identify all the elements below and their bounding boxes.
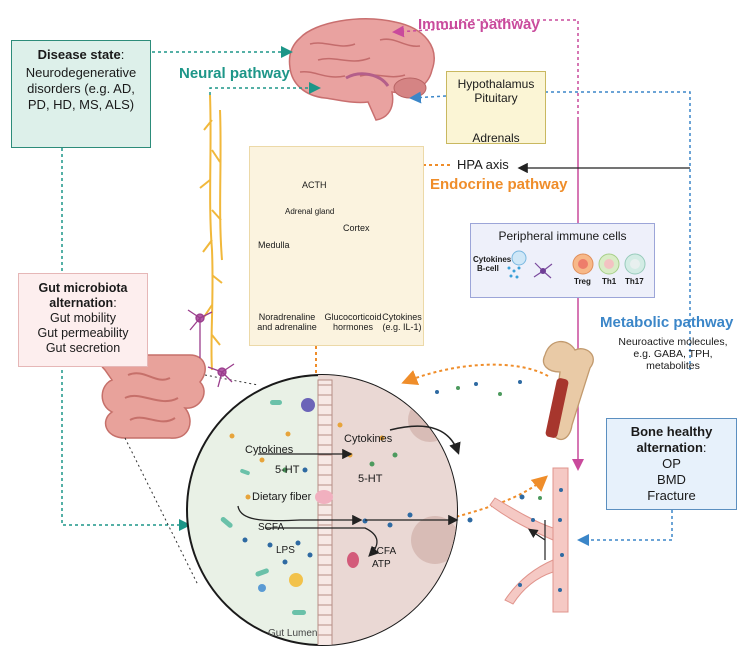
cortex-label: Cortex [343,223,370,233]
pituitary-label: Pituitary [474,91,518,105]
gut-5ht-left: 5-HT [275,464,300,476]
gut-scfa-left: SCFA [258,522,285,533]
immune-cells-icons [507,250,646,279]
cytokines-example-label: (e.g. IL-1) [382,322,422,332]
treg-label: Treg [574,277,591,286]
dietary-fiber-label: Dietary fiber [252,491,312,503]
bcell-label: B-cell [477,264,499,273]
noradrenaline-label: Noradrenaline and adrenaline [257,312,317,332]
disease-state-box: Disease state: Neurodegenerative disorde… [11,40,151,148]
bone-item-fracture: Fracture [647,488,696,503]
gut-lumen-label: Gut Lumen [268,628,318,639]
immune-pathway-label: Immune pathway [418,16,540,33]
blood-vessel-icon [489,467,569,613]
brain-icon [288,18,435,121]
gut-5ht-right: 5-HT [358,473,383,485]
hpa-axis-label: HPA axis [457,157,509,172]
gut-microbiota-title: Gut microbiota alternation [38,281,128,310]
bone-item-bmd: BMD [657,472,686,487]
hpa-box: Hypothalamus Pituitary Adrenals [446,71,546,145]
atp-label: ATP [372,559,391,570]
nerve-icon [199,94,223,371]
gut-item-permeability: Gut permeability [37,326,129,340]
peripheral-immune-cells-title: Peripheral immune cells [498,229,627,243]
neuron-icon [187,309,235,388]
cytokines-panel-label: Cytokines [382,312,422,322]
gut-item-secretion: Gut secretion [45,341,121,355]
disease-state-colon: : [120,47,125,62]
metabolic-molecules-text: Neuroactive molecules, e.g. GABA, TPH, m… [618,336,728,372]
glucocorticoid-label: Glucocorticoid hormones [324,312,382,332]
gut-cross-section [186,374,458,646]
bone-health-colon: : [702,440,707,455]
bone-health-title: Bone healthy alternation [630,424,713,455]
intestine-icon [99,354,206,439]
gut-scfa-right: SCFA [370,546,397,557]
endocrine-pathway-label: Endocrine pathway [430,176,568,193]
neural-pathway-label: Neural pathway [179,65,290,82]
metabolic-pathway-label: Metabolic pathway [600,314,734,331]
hypothalamus-label: Hypothalamus [457,77,535,91]
gut-microbiota-box: Gut microbiota alternation: Gut mobility… [18,273,148,367]
adrenals-label: Adrenals [472,131,520,145]
medulla-label: Medulla [258,240,290,250]
endocrine-panel [249,146,424,346]
gut-cytokines-left: Cytokines [245,444,294,456]
gut-item-mobility: Gut mobility [50,311,116,325]
disease-state-title: Disease state [37,47,121,62]
bone-health-box: Bone healthy alternation: OP BMD Fractur… [606,418,737,510]
gut-cytokines-right: Cytokines [344,433,393,445]
adrenal-gland-label: Adrenal gland [285,207,335,216]
peripheral-immune-cells-box: Peripheral immune cells Cytokines B-cell… [470,223,655,298]
th1-label: Th1 [602,277,617,286]
disease-state-body: Neurodegenerative disorders (e.g. AD, PD… [25,65,137,112]
th17-label: Th17 [625,277,644,286]
acth-label: ACTH [302,180,327,190]
gut-microbiota-colon: : [113,296,117,310]
lps-label: LPS [276,545,295,556]
bone-icon [542,340,594,441]
bone-item-op: OP [662,456,681,471]
immune-cytokines-label: Cytokines [473,255,512,264]
